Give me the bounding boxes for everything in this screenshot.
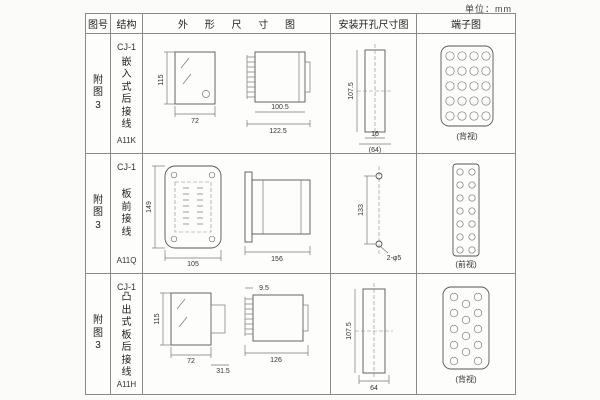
row3-mount-cell: 107.5 64 [331, 274, 417, 395]
dim-pin-depth: 9.5 [259, 285, 269, 292]
row2-structure-text: 板前接线 [121, 189, 132, 238]
row1-mount-cell: 107.5 16 (64) [331, 34, 417, 154]
row1-code: A11K [117, 136, 136, 145]
row1-side-view: 100.5 122.5 [246, 51, 311, 135]
row1-mount-drawing: 107.5 16 (64) [348, 44, 393, 153]
row3-side-view: 9.5 126 [244, 285, 309, 364]
row3-terminal-view-label: (背视) [455, 374, 477, 384]
dim-side-inner: 100.5 [271, 104, 289, 111]
dim-mount-height: 107.5 [348, 82, 355, 100]
row1-fig-cell: 附图3 [86, 34, 111, 154]
row2-outline-cell: 149 105 156 [143, 154, 331, 274]
dim-mount-total: (64) [369, 147, 381, 153]
row2-structure-cell: CJ-1 板前接线 A11Q [111, 154, 143, 274]
row2-terminal-view-label: (前视) [455, 259, 477, 269]
mount-holes-label: 2-φ5 [387, 255, 402, 262]
row3-front-view: 115 72 31.5 [154, 292, 230, 375]
row2-mount-cell: 133 2-φ5 [331, 154, 417, 274]
row1-outline-drawing: 115 72 100.5 [158, 51, 311, 135]
row3-fig-cell: 附图3 [86, 274, 111, 395]
dim-side-outer: 122.5 [269, 128, 287, 135]
row2-terminal-drawing: (前视) [452, 163, 480, 269]
dim-front-width: 72 [191, 118, 199, 125]
row2-code: A11Q [116, 256, 137, 265]
row2-fig-label: 附图3 [93, 194, 103, 231]
dim-gap: 31.5 [216, 368, 230, 375]
row3-mount-drawing: 107.5 64 [346, 282, 393, 392]
row3-structure-cell: CJ-1 凸出式板后接线 A11H [111, 274, 143, 395]
terminal-holes-grid [456, 168, 476, 254]
row2-mount-drawing: 133 2-φ5 [358, 166, 402, 262]
dim-side-width: 126 [270, 357, 282, 364]
row1-terminal-cell: (背视) [417, 34, 516, 154]
dim-side-width: 156 [271, 256, 283, 263]
row2-side-view: 156 [244, 171, 311, 263]
header-outline: 外 形 尺 寸 图 [143, 14, 331, 34]
row1-structure-cell: CJ-1 嵌入式后接线 A11K [111, 34, 143, 154]
dim-mount-small: 16 [371, 131, 379, 138]
dim-front-width: 105 [187, 261, 199, 268]
terminal-holes-grid [449, 292, 483, 365]
row2-fig-cell: 附图3 [86, 154, 111, 274]
terminal-holes-grid [445, 51, 491, 121]
row2-model: CJ-1 [116, 162, 136, 172]
unit-label: 单位：mm [465, 4, 512, 14]
dim-mount-width: 64 [370, 385, 378, 392]
row1-model: CJ-1 [116, 42, 136, 52]
row1-outline-cell: 115 72 100.5 [143, 34, 331, 154]
row2-outline-drawing: 149 105 156 [146, 165, 311, 268]
row1-fig-label: 附图3 [93, 74, 103, 111]
row3-terminal-drawing: (背视) [442, 286, 490, 384]
dim-mount-height: 133 [358, 204, 365, 216]
row3-outline-cell: 115 72 31.5 9.5 [143, 274, 331, 395]
dim-front-height: 115 [158, 74, 165, 85]
header-terminal: 端子图 [417, 14, 516, 34]
row2-front-view: 149 105 [146, 165, 222, 268]
header-mount: 安装开孔尺寸图 [331, 14, 417, 34]
row2-terminal-cell: (前视) [417, 154, 516, 274]
row3-model: CJ-1 [116, 282, 136, 292]
dim-mount-height: 107.5 [346, 322, 353, 340]
row3-code: A11H [116, 379, 137, 389]
row3-structure-text: 凸出式板后接线 [121, 292, 132, 378]
header-structure: 结构 [111, 14, 143, 34]
row1-terminal-view-label: (背视) [456, 131, 478, 141]
row1-structure-text: 嵌入式后接线 [121, 56, 132, 131]
spec-table: 图号 结构 外 形 尺 寸 图 安装开孔尺寸图 端子图 附图3 CJ-1 嵌入式… [85, 13, 516, 395]
dim-front-height: 149 [146, 201, 153, 213]
header-fig: 图号 [86, 14, 111, 34]
row1-terminal-drawing: (背视) [440, 45, 494, 141]
dim-front-height: 115 [154, 313, 161, 324]
row3-fig-label: 附图3 [93, 315, 103, 352]
row3-outline-drawing: 115 72 31.5 9.5 [154, 285, 309, 375]
row3-terminal-cell: (背视) [417, 274, 516, 395]
row1-front-view: 115 72 [158, 51, 216, 125]
dim-front-width: 72 [187, 358, 195, 365]
